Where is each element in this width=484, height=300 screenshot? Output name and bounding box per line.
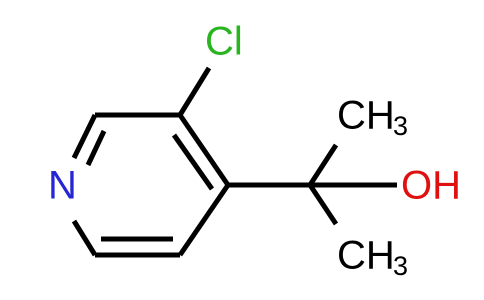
methyl-top-subscript: 3	[393, 111, 408, 141]
bond-c6-n1	[71, 219, 98, 257]
methyl-top-main: CH	[337, 94, 395, 138]
bond-c3-c4-inner	[171, 133, 215, 191]
methyl-bottom-subscript: 3	[393, 251, 408, 281]
bond-n1-c2-inner	[85, 129, 107, 167]
bond-cq-ch3-bottom	[307, 183, 339, 226]
hydroxyl-label: OH	[401, 164, 461, 208]
nitrogen-label: N	[48, 164, 77, 208]
bond-c3-cl	[177, 66, 212, 117]
methyl-top-label: CH 3	[337, 94, 408, 142]
bond-cq-ch3-top	[307, 143, 339, 187]
methyl-bottom-label: CH 3	[337, 234, 408, 282]
atom-labels: Cl N OH CH 3 CH 3	[48, 20, 461, 282]
methyl-bottom-main: CH	[337, 234, 395, 278]
bond-n1-c2	[71, 113, 98, 160]
bonds	[71, 66, 397, 258]
chlorine-label: Cl	[205, 20, 243, 64]
bond-c4-c5	[177, 183, 231, 257]
bond-c3-c4	[177, 113, 231, 187]
